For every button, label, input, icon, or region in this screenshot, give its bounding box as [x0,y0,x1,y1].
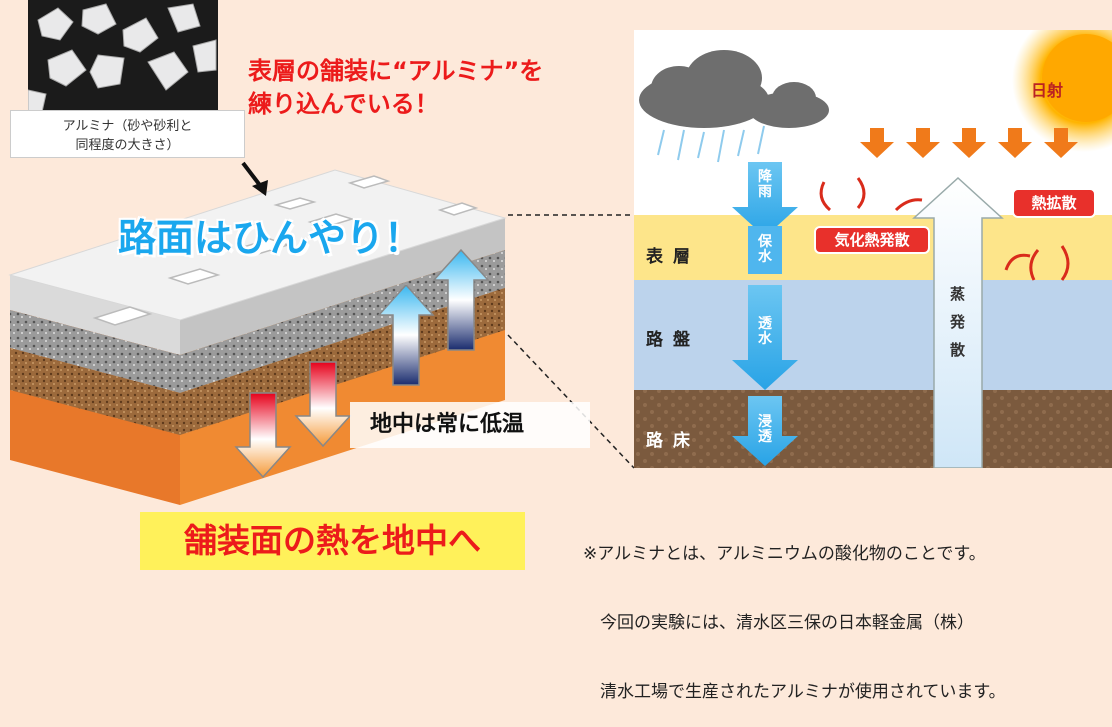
cool-up-arrows [377,248,490,386]
evaporative-heat-badge: 気化熱発散 [814,226,930,254]
headline-line-1: 表層の舗装に“アルミナ”を [248,57,544,85]
alumina-photo [28,0,218,118]
underground-label: 地中は常に低温 [350,402,590,448]
cross-section-graphic [634,30,1112,468]
rain-label: 降 雨 [758,169,772,200]
layer-base-label: 路盤 [646,330,700,350]
headline-line-2: 練り込んでいる！ [248,90,439,118]
headline: 表層の舗装に“アルミナ”を 練り込んでいる！ [248,55,543,121]
layer-surface-flow: 保 水 [758,234,772,265]
layer-base-flow: 透 水 [758,316,772,347]
evaporation-label: 蒸 発 散 [950,285,966,359]
footnote-line-2: 今回の実験には、清水区三保の日本軽金属（株） [583,613,974,633]
pavement-illustration [8,161,635,505]
heat-down-arrows [234,361,352,479]
footnote: ※アルミナとは、アルミニウムの酸化物のことです。 今回の実験には、清水区三保の日… [583,497,1006,727]
layer-subgrade-flow: 浸 透 [758,414,772,445]
heat-banner: 舗装面の熱を地中へ [140,512,525,570]
photo-caption: アルミナ（砂や砂利と 同程度の大きさ） [10,110,245,158]
sun-label: 日射 [1030,81,1063,100]
cool-road-title: 路面はひんやり！ [118,216,423,260]
layer-surface-label: 表層 [646,247,700,267]
cross-section-diagram: 日射 降 雨 気化熱発散 熱拡散 蒸 発 散 表層 保 水 路盤 透 水 路床 … [634,30,1112,468]
footnote-line-1: ※アルミナとは、アルミニウムの酸化物のことです。 [583,544,986,564]
footnote-line-3: 清水工場で生産されたアルミナが使用されています。 [583,682,1006,702]
layer-subgrade-label: 路床 [646,431,700,451]
heat-diffusion-badge: 熱拡散 [1012,188,1096,218]
